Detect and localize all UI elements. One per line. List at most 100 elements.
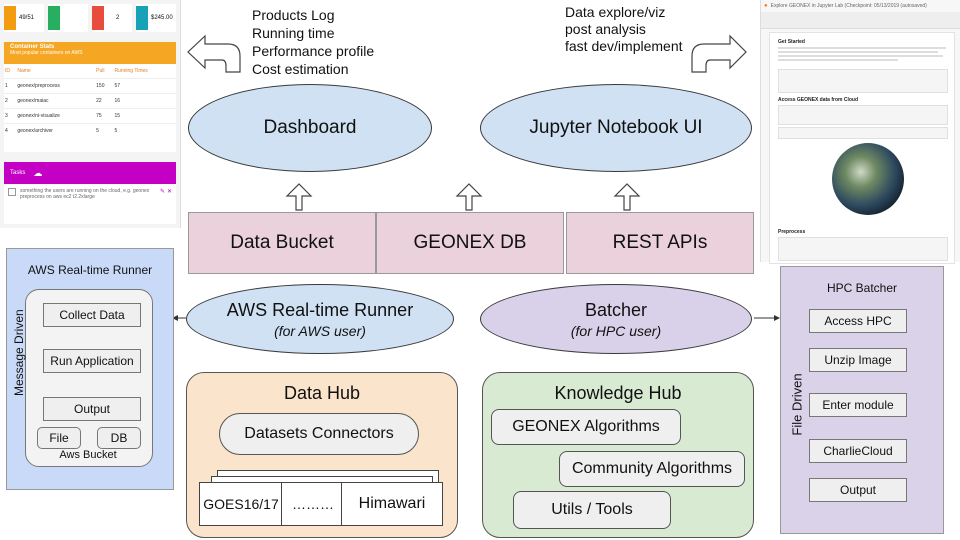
knowledge-hub-title: Knowledge Hub: [554, 383, 682, 403]
panel-subtitle: Most popular containers on AWS: [10, 50, 83, 56]
data-hub-title: Data Hub: [283, 383, 361, 403]
delete-icon[interactable]: ✕: [166, 189, 172, 195]
heading-preprocess: Preprocess: [778, 229, 806, 235]
dashboard-features: Products Log Running time Performance pr…: [252, 6, 374, 78]
feature-item: post analysis: [565, 21, 646, 37]
aws-runner-ellipse: AWS Real-time Runner (for AWS user): [186, 284, 454, 354]
geonex-algorithms-label: GEONEX Algorithms: [512, 418, 660, 435]
notebook-page: Get Started Access GEONEX data from Clou…: [769, 32, 955, 264]
jupyter-ellipse: Jupyter Notebook UI: [480, 84, 752, 172]
datasets-connectors: Datasets Connectors: [219, 413, 419, 455]
dashboard-ellipse: Dashboard: [188, 84, 432, 172]
edit-icon[interactable]: ✎: [159, 189, 165, 195]
stat-icon: [48, 6, 60, 30]
document-ellipsis: ………: [281, 482, 345, 526]
panel-title: Container Stats: [10, 44, 55, 50]
code-cell[interactable]: [778, 127, 948, 139]
utils-tools-label: Utils / Tools: [551, 501, 633, 518]
stat-icon: [4, 6, 16, 30]
stat-card: [48, 4, 88, 32]
dashboard-screenshot: 49/51 2 $245.00 Container Stats Most pop…: [0, 0, 181, 228]
notebook-screenshot: ● Explore GEONEX in Jupyter Lab (Checkpo…: [760, 0, 960, 264]
batcher-ellipse: Batcher (for HPC user): [480, 284, 752, 354]
batcher-subtitle: (for HPC user): [570, 322, 662, 339]
rest-apis-label: REST APIs: [612, 232, 708, 253]
output-step: Output: [43, 397, 141, 421]
stat-card: 2: [92, 4, 132, 32]
source-goes-label: GOES16/17: [203, 496, 279, 512]
notebook-features: Data explore/viz post analysis fast dev/…: [565, 4, 683, 55]
charliecloud-step: CharlieCloud: [809, 439, 907, 463]
hollow-up-arrow: [455, 183, 483, 211]
hollow-up-arrow: [285, 183, 313, 211]
enter-module-step: Enter module: [809, 393, 907, 417]
aws-bucket-label: Aws Bucket: [59, 449, 117, 461]
stat-value: 49/51: [19, 15, 35, 21]
aws-runner-subtitle: (for AWS user): [274, 322, 366, 339]
code-cell[interactable]: [778, 69, 948, 93]
task-text: something the users are running on the c…: [20, 188, 150, 200]
aws-runner-title: AWS Real-time Runner: [226, 299, 414, 320]
feature-item: Running time: [252, 25, 335, 41]
geonex-db-box: GEONEX DB: [376, 212, 564, 274]
notebook-title: Explore GEONEX in Jupyter Lab (Checkpoin…: [770, 3, 927, 9]
stat-value: 2: [116, 15, 120, 21]
db-box: DB: [97, 427, 141, 449]
document-goes: GOES16/17: [199, 482, 283, 526]
collect-data-step: Collect Data: [43, 303, 141, 327]
hpc-output-step: Output: [809, 478, 907, 502]
stat-value: $245.00: [151, 15, 173, 21]
heading-get-started: Get Started: [778, 39, 805, 45]
hpc-side-label: File Driven: [789, 373, 805, 436]
feature-item: Products Log: [252, 7, 335, 23]
source-ellipsis-label: ………: [292, 496, 334, 512]
rest-apis-box: REST APIs: [566, 212, 754, 274]
heading-access-data: Access GEONEX data from Cloud: [778, 97, 859, 103]
jupyter-label: Jupyter Notebook UI: [529, 117, 703, 138]
hollow-up-arrow: [613, 183, 641, 211]
container-stats-panel: Container Stats Most popular containers …: [4, 42, 176, 152]
geonex-db-label: GEONEX DB: [413, 232, 527, 253]
tasks-label: Tasks: [10, 170, 26, 176]
community-algorithms-label: Community Algorithms: [571, 460, 733, 477]
stat-icon: [136, 6, 148, 30]
geonex-algorithms-box: GEONEX Algorithms: [491, 409, 681, 445]
earth-image: [832, 143, 904, 215]
dashboard-label: Dashboard: [263, 117, 357, 138]
feature-item: Data explore/viz: [565, 4, 666, 20]
data-bucket-label: Data Bucket: [230, 232, 334, 253]
aws-side-label: Message Driven: [12, 309, 26, 396]
community-algorithms-box: Community Algorithms: [559, 451, 745, 487]
tasks-panel: Tasks ☁ something the users are running …: [4, 162, 176, 224]
notebook-toolbar: [761, 12, 960, 29]
jupyter-logo-icon: ●: [764, 3, 768, 9]
code-cell[interactable]: [778, 237, 948, 261]
datasets-connectors-label: Datasets Connectors: [244, 425, 394, 442]
cloud-icon: ☁: [33, 167, 43, 178]
checkbox-icon[interactable]: [8, 188, 16, 196]
utils-tools-box: Utils / Tools: [513, 491, 671, 529]
code-cell[interactable]: [778, 105, 948, 125]
source-stack: GOES16/17 ……… Himawari: [199, 470, 445, 530]
aws-runner-panel: AWS Real-time Runner Message Driven Coll…: [6, 248, 174, 490]
stat-card: $245.00: [136, 4, 176, 32]
feature-item: fast dev/implement: [565, 38, 683, 54]
stat-card: 49/51: [4, 4, 44, 32]
document-himawari: Himawari: [341, 482, 443, 526]
aws-panel-title: AWS Real-time Runner: [27, 263, 153, 277]
file-box: File: [37, 427, 81, 449]
hpc-panel-title: HPC Batcher: [826, 281, 898, 295]
source-himawari-label: Himawari: [358, 495, 426, 512]
curved-arrow-notebook: [691, 34, 747, 73]
unzip-image-step: Unzip Image: [809, 348, 907, 372]
knowledge-hub: Knowledge Hub GEONEX Algorithms Communit…: [482, 372, 754, 538]
access-hpc-step: Access HPC: [809, 309, 907, 333]
stat-icon: [92, 6, 104, 30]
feature-item: Cost estimation: [252, 61, 349, 77]
